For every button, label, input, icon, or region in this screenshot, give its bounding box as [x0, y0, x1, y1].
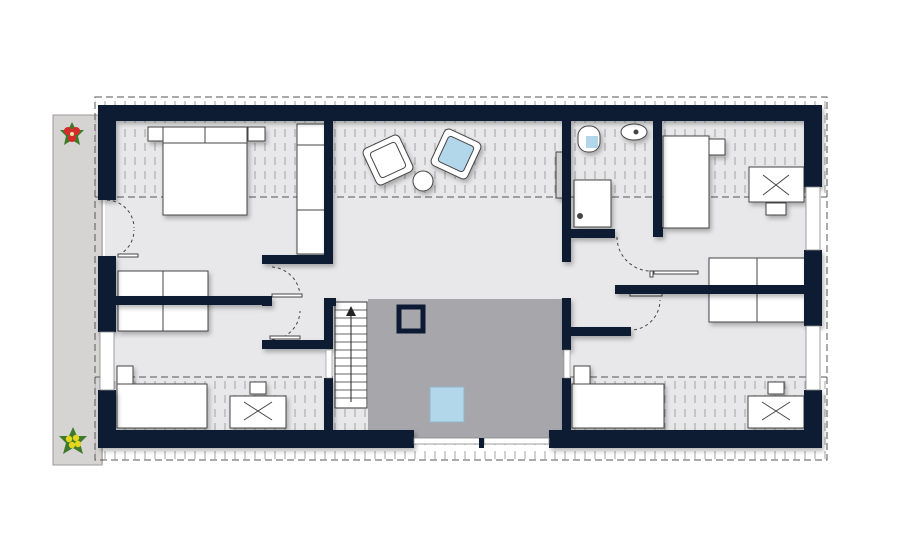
window-right-lower: [805, 325, 821, 391]
armchair-right: [430, 128, 482, 180]
door-leaves: [117, 253, 699, 340]
exterior-wall-right-upper: [804, 105, 822, 187]
door-swings: [106, 199, 661, 341]
window-left-middle: [99, 331, 115, 391]
exterior-wall-top: [98, 105, 822, 121]
side-table: [412, 170, 434, 192]
windows: [99, 186, 821, 445]
window-front-left: [413, 437, 481, 445]
window-front-right: [483, 437, 550, 445]
exterior-wall-left-upper: [98, 105, 116, 200]
chimney: [396, 304, 426, 334]
exterior-wall-bottom-left: [98, 430, 414, 448]
desk-bottom-right: [747, 381, 805, 429]
red-flower-plant-icon: [60, 122, 84, 145]
balcony: [52, 114, 103, 466]
exterior-wall-right-middle: [804, 250, 822, 326]
window-right-upper: [805, 186, 821, 251]
wardrobe-left: [296, 123, 326, 255]
desk-top-right: [748, 166, 805, 216]
desk-bottom-left: [229, 381, 287, 429]
skylight-center: [429, 386, 465, 423]
exterior-wall-bottom-right: [549, 430, 822, 448]
double-bed: [147, 126, 266, 216]
single-bed-bottom-left: [116, 365, 208, 429]
walls: [98, 105, 822, 448]
single-bed-bottom-right: [571, 365, 665, 429]
exterior-wall-left-middle: [98, 256, 116, 332]
yellow-flower-plant-icon: [59, 427, 87, 454]
window-mullion: [479, 438, 484, 448]
single-bed-top-right: [662, 135, 726, 229]
bathroom-fixtures: [555, 123, 648, 228]
window-reveals: [325, 349, 571, 379]
armchair-left: [362, 134, 414, 186]
staircase: [334, 301, 368, 409]
